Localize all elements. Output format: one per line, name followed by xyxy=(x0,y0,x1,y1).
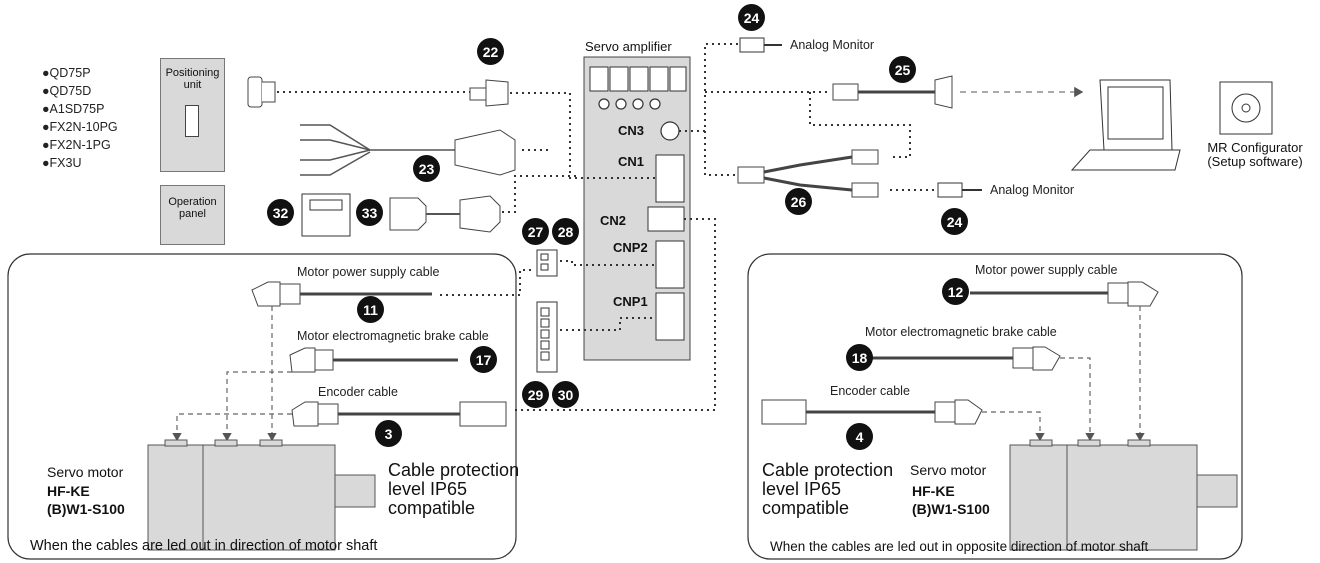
cn2-port xyxy=(647,206,685,232)
right-encoder-cable xyxy=(761,399,983,425)
left-protection-line-2: level IP65 xyxy=(388,479,468,499)
positioning-cable xyxy=(247,76,509,108)
plc-item-fx2n-1pg: ●FX2N-1PG xyxy=(42,138,111,152)
pc-cable xyxy=(832,75,953,109)
left-motor-label: Servo motor xyxy=(47,464,124,480)
badge-11: 11 xyxy=(357,296,384,323)
amplifier-switches xyxy=(598,98,661,110)
left-protection-line-3: compatible xyxy=(388,498,476,518)
badge-12: 12 xyxy=(942,278,969,305)
left-encoder-cable-label: Encoder cable xyxy=(318,385,398,399)
operation-panel-label: Operation panel xyxy=(168,196,217,221)
cn2-label: CN2 xyxy=(600,213,627,228)
left-protection-line-1: Cable protection xyxy=(388,460,520,480)
right-encoder-cable-label: Encoder cable xyxy=(830,384,910,398)
right-power-cable-label: Motor power supply cable xyxy=(975,263,1118,277)
right-motor-label: Servo motor xyxy=(910,462,987,478)
right-group-caption: When the cables are led out in opposite … xyxy=(770,539,1149,554)
amplifier-display xyxy=(589,66,687,92)
left-power-cable xyxy=(251,281,432,307)
plc-item-fx3u: ●FX3U xyxy=(42,156,82,170)
badge-18: 18 xyxy=(846,344,873,371)
right-protection-line-3: compatible xyxy=(762,498,850,518)
badge-30: 30 xyxy=(552,381,579,408)
right-motor-model-1: HF-KE xyxy=(912,483,955,499)
badge-26: 26 xyxy=(785,188,812,215)
cnp2-label: CNP2 xyxy=(613,240,648,255)
badge-17: 17 xyxy=(470,346,497,373)
mr-configurator-name: MR Configurator xyxy=(1207,140,1303,155)
left-motor-model-1: HF-KE xyxy=(47,483,90,499)
pigtail-cable xyxy=(300,124,455,176)
badge-24-top: 24 xyxy=(738,4,765,31)
terminal-block xyxy=(301,193,351,237)
badge-33: 33 xyxy=(356,199,383,226)
badge-29: 29 xyxy=(522,381,549,408)
plc-item-fx2n-10pg: ●FX2N-10PG xyxy=(42,120,118,134)
mr-configurator-subtitle: (Setup software) xyxy=(1207,154,1303,170)
operation-panel-box: Operation panel xyxy=(160,185,225,245)
right-protection-line-1: Cable protection xyxy=(762,460,894,480)
cnp2-connector xyxy=(536,249,558,277)
cnp1-port xyxy=(655,292,685,341)
left-servo-motor xyxy=(147,439,376,551)
plc-item-qd75p: ●QD75P xyxy=(42,66,91,80)
plc-item-qd75d: ●QD75D xyxy=(42,84,92,98)
cn3-port xyxy=(660,121,680,141)
left-group-frame xyxy=(7,253,517,560)
badge-24-bottom: 24 xyxy=(941,208,968,235)
setup-cd xyxy=(1219,81,1273,135)
badge-28: 28 xyxy=(552,218,579,245)
cn1-label: CN1 xyxy=(618,154,645,169)
badge-32: 32 xyxy=(267,199,294,226)
analog-monitor-label-bottom: Analog Monitor xyxy=(990,183,1075,197)
right-protection-line-2: level IP65 xyxy=(762,479,842,499)
analog-monitor-connector-top xyxy=(739,37,782,53)
badge-4: 4 xyxy=(846,423,873,450)
left-brake-cable-label: Motor electromagnetic brake cable xyxy=(297,329,489,343)
mr-configurator-label: MR Configurator (Setup software) xyxy=(1190,140,1320,170)
cnp1-label: CNP1 xyxy=(613,294,648,309)
left-motor-model-2: (B)W1-S100 xyxy=(47,501,125,517)
cn3-label: CN3 xyxy=(618,123,645,138)
left-encoder-cable xyxy=(291,401,507,427)
left-power-cable-label: Motor power supply cable xyxy=(297,265,440,279)
right-group-frame xyxy=(747,253,1243,560)
analog-monitor-label-top: Analog Monitor xyxy=(790,38,875,52)
right-motor-model-2: (B)W1-S100 xyxy=(912,501,990,517)
badge-23: 23 xyxy=(413,155,440,182)
y-cable xyxy=(737,149,879,198)
badge-27: 27 xyxy=(522,218,549,245)
left-group-caption: When the cables are led out in direction… xyxy=(30,538,378,554)
badge-22: 22 xyxy=(477,38,504,65)
cn1-port xyxy=(655,154,685,203)
badge-25: 25 xyxy=(889,56,916,83)
laptop xyxy=(1070,79,1181,171)
right-brake-cable-label: Motor electromagnetic brake cable xyxy=(865,325,1057,339)
analog-monitor-connector-bottom xyxy=(937,182,982,198)
cnp1-connector xyxy=(536,301,558,373)
plc-item-a1sd75p: ●A1SD75P xyxy=(42,102,105,116)
positioning-unit-box: Positioning unit xyxy=(160,58,225,172)
right-brake-cable xyxy=(870,346,1061,371)
positioning-unit-label: Positioning unit xyxy=(165,67,220,92)
badge-3: 3 xyxy=(375,420,402,447)
right-servo-motor xyxy=(1009,439,1238,551)
cnp2-port xyxy=(655,240,685,289)
amplifier-title: Servo amplifier xyxy=(585,39,672,54)
right-power-cable xyxy=(970,281,1159,307)
left-brake-cable xyxy=(289,347,458,373)
